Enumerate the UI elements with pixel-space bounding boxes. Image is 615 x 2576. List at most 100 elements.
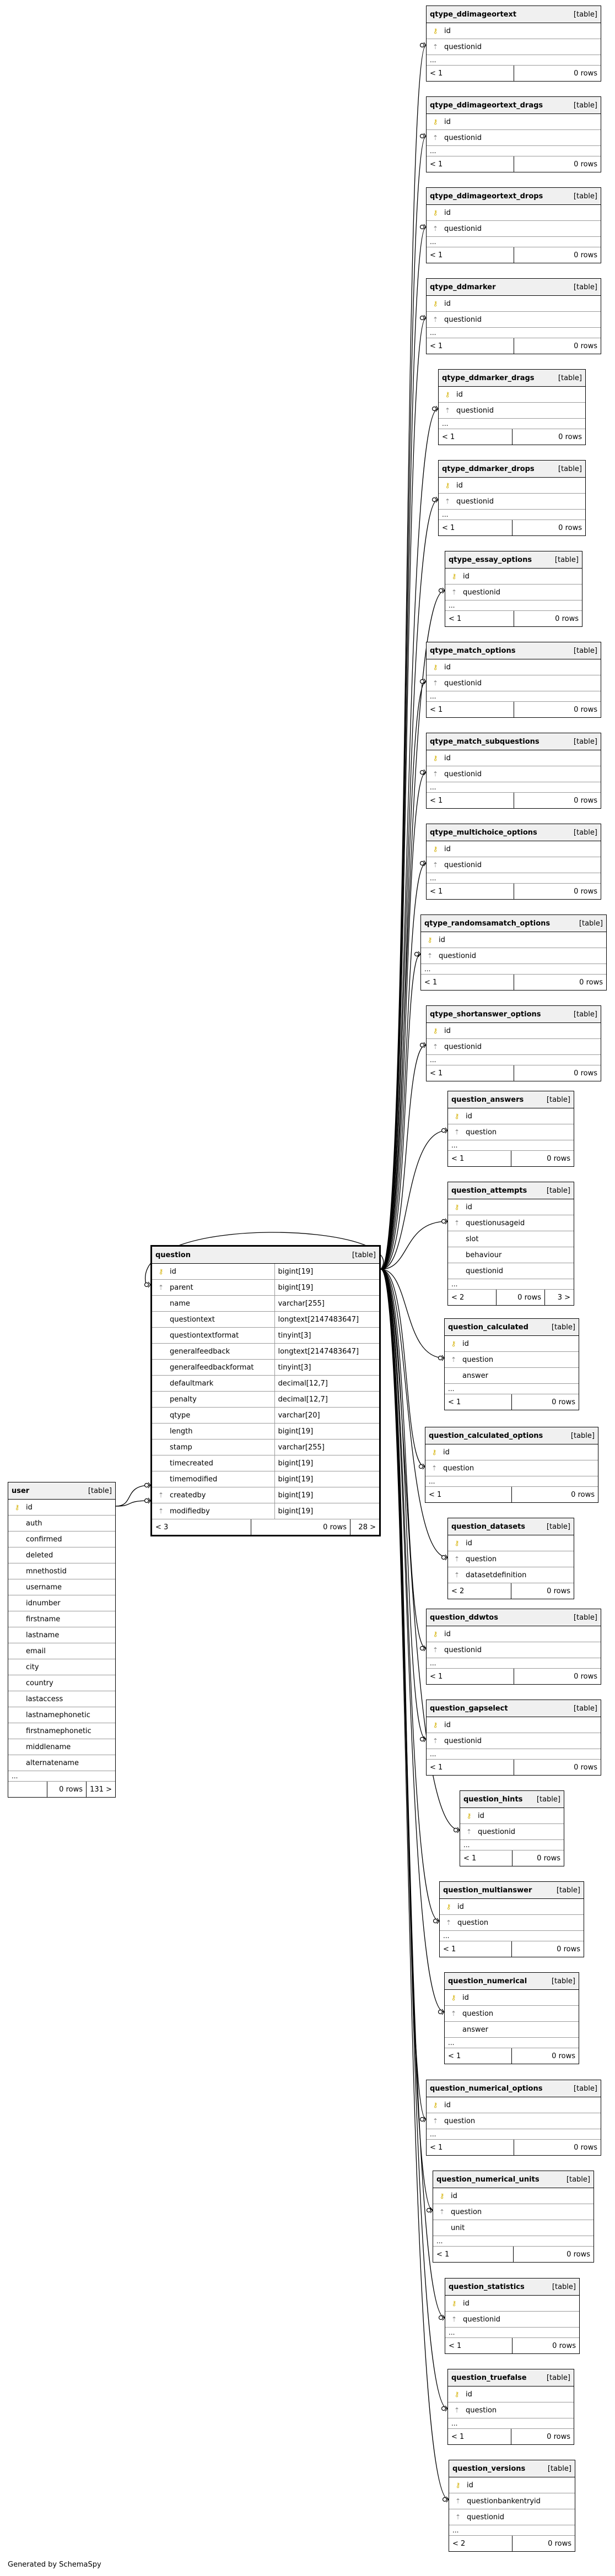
table-name[interactable]: qtype_match_options [430,646,516,655]
column-row[interactable]: ⚷id [448,2386,574,2402]
column-row[interactable]: ⇡questionid [449,2509,575,2525]
column-row[interactable]: ⚷id [427,114,601,130]
table-name[interactable]: question_numerical_units [436,2175,540,2184]
parent-count[interactable]: < 1 [430,342,443,350]
column-row[interactable]: ⚷id [445,1990,579,2006]
table-name[interactable]: question_answers [451,1095,524,1104]
column-row[interactable]: ⇡question [448,1551,574,1567]
parent-count[interactable]: < 1 [451,1154,465,1163]
table-name[interactable]: question_hints [463,1795,523,1804]
table-name[interactable]: qtype_ddimageortext_drops [430,192,543,201]
table-qtype-match-subquestions[interactable]: qtype_match_subquestions[table]⚷id⇡quest… [426,733,601,809]
parent-count[interactable]: < 1 [424,978,438,987]
column-row[interactable]: ⚷id [445,569,582,585]
column-row[interactable]: ⚷id [460,1808,564,1824]
table-question-ddwtos[interactable]: question_ddwtos[table]⚷id⇡questionid...<… [426,1609,601,1685]
column-row[interactable]: ⇡datasetdefinition [448,1567,574,1583]
table-qtype-ddmarker-drags[interactable]: qtype_ddmarker_drags[table]⚷id⇡questioni… [438,369,586,445]
column-row[interactable]: ⚷id [425,1444,598,1460]
table-qtype-match-options[interactable]: qtype_match_options[table]⚷id⇡questionid… [426,642,601,718]
table-question-datasets[interactable]: question_datasets[table]⚷id⇡question⇡dat… [447,1518,574,1599]
parent-count[interactable]: < 1 [430,69,443,78]
parent-count[interactable]: < 1 [436,2250,450,2259]
table-header[interactable]: question_calculated[table] [445,1319,579,1336]
table-header[interactable]: question_calculated_options[table] [425,1427,598,1444]
column-row[interactable]: ⇡questionid [427,857,601,873]
parent-count[interactable]: < 1 [449,614,462,623]
column-row[interactable]: ⚷id [8,1500,115,1516]
column-row[interactable]: ⇡questionid [427,766,601,782]
column-row[interactable]: ⇡question [448,2402,574,2418]
table-name[interactable]: question_numerical [448,1977,527,1985]
table-question-attempts[interactable]: question_attempts[table]⚷id⇡questionusag… [447,1182,574,1306]
child-count[interactable]: 131 > [86,1782,115,1797]
column-row[interactable]: firstnamephonetic [8,1723,115,1739]
table-header[interactable]: question_answers[table] [448,1091,574,1108]
column-row[interactable]: ⇡questionid [427,312,601,328]
column-row[interactable]: ⚷id [445,1336,579,1352]
column-row[interactable]: ⚷id [448,1535,574,1551]
column-row[interactable]: ⚷id [427,1023,601,1039]
column-row[interactable]: ⚷id [427,750,601,766]
child-count[interactable]: 28 > [350,1519,379,1535]
column-row[interactable]: ⚷id [427,23,601,39]
column-row[interactable]: ⇡questionid [439,494,585,510]
table-header[interactable]: question_versions[table] [449,2460,575,2477]
table-name[interactable]: question_statistics [449,2282,525,2291]
table-header[interactable]: question_numerical[table] [445,1973,579,1990]
column-row[interactable]: behaviour [448,1247,574,1263]
table-qtype-essay-options[interactable]: qtype_essay_options[table]⚷id⇡questionid… [445,551,582,627]
parent-count[interactable]: < 1 [463,1854,477,1863]
table-header[interactable]: question_numerical_units[table] [433,2171,594,2188]
column-row[interactable]: ⇡questionid [427,1733,601,1749]
table-name[interactable]: qtype_ddimageortext [430,10,517,19]
column-row[interactable]: ⇡questionid [427,39,601,55]
table-header[interactable]: question[table] [152,1247,379,1264]
parent-count[interactable]: < 1 [448,2052,461,2060]
column-row[interactable]: ⚷id [439,478,585,494]
column-row[interactable]: lastaccess [8,1691,115,1707]
column-row[interactable]: ⇡question [433,2204,594,2220]
table-name[interactable]: qtype_shortanswer_options [430,1010,541,1019]
parent-count[interactable]: < 1 [448,1398,461,1406]
column-row[interactable]: ⇡questionid [421,948,606,964]
table-question-numerical-options[interactable]: question_numerical_options[table]⚷id⇡que… [426,2080,601,2156]
column-row[interactable]: ⇡question [440,1915,584,1931]
table-header[interactable]: qtype_multichoice_options[table] [427,824,601,841]
column-row[interactable]: questionid [448,1263,574,1279]
column-row[interactable]: alternatename [8,1755,115,1771]
table-name[interactable]: question [155,1251,191,1259]
table-name[interactable]: qtype_ddmarker_drops [442,464,535,473]
column-row[interactable]: ⚷id [427,296,601,312]
table-name[interactable]: question_calculated_options [429,1431,543,1440]
column-row[interactable]: ⇡questionbankentryid [449,2493,575,2509]
child-count[interactable]: 3 > [544,1290,574,1305]
table-name[interactable]: user [12,1486,30,1495]
table-qtype-ddimageortext[interactable]: qtype_ddimageortext[table]⚷id⇡questionid… [426,6,601,82]
table-header[interactable]: question_datasets[table] [448,1518,574,1535]
column-row[interactable]: ⚷id [440,1899,584,1915]
column-row[interactable]: slot [448,1231,574,1247]
column-row[interactable]: firstname [8,1611,115,1627]
parent-count[interactable]: < 1 [442,432,455,441]
table-header[interactable]: question_statistics[table] [445,2279,579,2296]
table-question-gapselect[interactable]: question_gapselect[table]⚷id⇡questionid.… [426,1700,601,1776]
table-header[interactable]: qtype_ddmarker_drags[table] [439,370,585,387]
table-header[interactable]: qtype_match_subquestions[table] [427,733,601,750]
table-header[interactable]: question_attempts[table] [448,1182,574,1199]
table-header[interactable]: qtype_ddmarker[table] [427,279,601,296]
column-row[interactable]: ⚷id [427,1626,601,1642]
table-name[interactable]: qtype_ddmarker [430,283,496,291]
column-row[interactable]: answer [445,2022,579,2038]
table-name[interactable]: qtype_essay_options [449,555,532,564]
column-row[interactable]: ⇡questionid [427,1039,601,1055]
table-qtype-shortanswer-options[interactable]: qtype_shortanswer_options[table]⚷id⇡ques… [426,1005,601,1081]
